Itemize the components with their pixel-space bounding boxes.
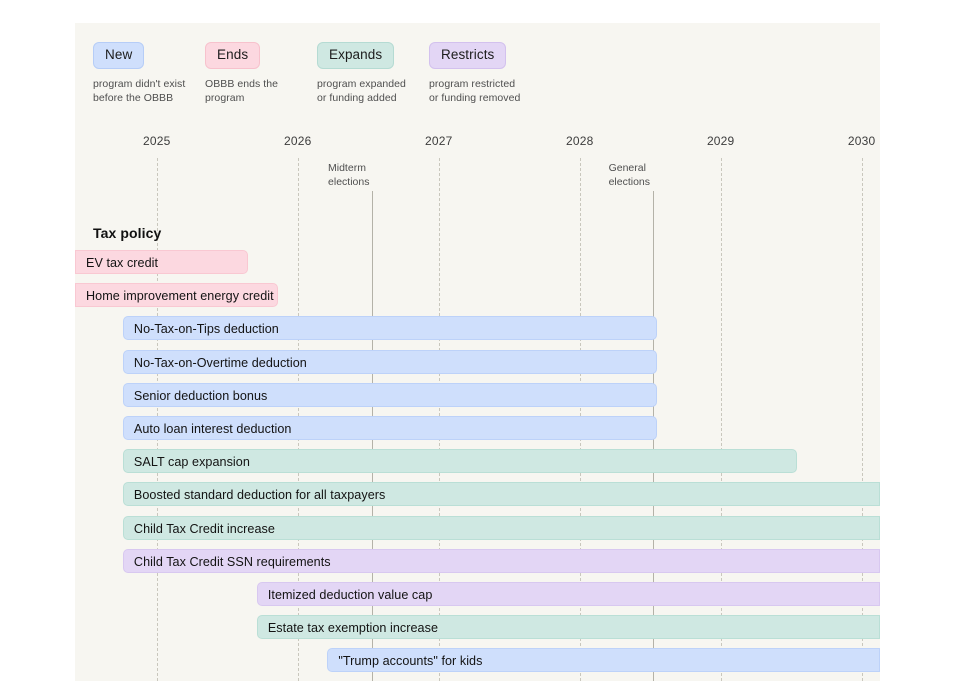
axis-year-2025: 2025: [143, 134, 171, 148]
legend-chip-ends[interactable]: Ends: [205, 42, 261, 69]
timeline-bar-label: Auto loan interest deduction: [133, 422, 292, 436]
axis-year-2028: 2028: [565, 134, 594, 148]
timeline-bar-label: Home improvement energy credit: [86, 289, 274, 304]
legend-chip-new[interactable]: New: [93, 42, 145, 69]
timeline-bar-label: Child Tax Credit increase: [133, 521, 275, 536]
timeline-axis: 2025 2026 2027 2028 2029 2030: [75, 134, 880, 158]
timeline-bar-label: Estate tax exemption increase: [267, 621, 439, 636]
gridline-2029: [720, 158, 722, 681]
timeline-bar-label: No-Tax-on-Overtime deduction: [133, 355, 307, 370]
timeline-bar-label: Child Tax Credit SSN requirements: [133, 554, 331, 569]
legend-chip-expands[interactable]: Expands: [317, 42, 395, 69]
timeline-bar[interactable]: Child Tax Credit SSN requirements: [122, 548, 880, 573]
timeline-bar[interactable]: Estate tax exemption increase: [256, 615, 880, 640]
timeline-bar[interactable]: EV tax credit: [75, 250, 249, 274]
axis-year-2029: 2029: [706, 134, 735, 148]
section-title-tax-policy: Tax policy: [93, 225, 162, 241]
timeline-bar[interactable]: Home improvement energy credit: [75, 283, 278, 308]
timeline-bar[interactable]: Auto loan interest deduction: [122, 416, 658, 440]
timeline-bar-label: Boosted standard deduction for all taxpa…: [133, 488, 386, 503]
axis-year-2027: 2027: [424, 134, 453, 148]
legend-chip-restricts[interactable]: Restricts: [429, 42, 507, 69]
timeline-bar-label: Senior deduction bonus: [133, 388, 268, 403]
timeline-bar[interactable]: "Trump accounts" for kids: [327, 648, 880, 673]
timeline-bar[interactable]: Boosted standard deduction for all taxpa…: [122, 482, 880, 507]
timeline-bar-label: "Trump accounts" for kids: [338, 654, 483, 669]
axis-year-2026: 2026: [283, 134, 312, 148]
timeline-bar-label: Itemized deduction value cap: [267, 588, 433, 602]
timeline-bar-label: EV tax credit: [86, 256, 159, 270]
axis-year-2030: 2030: [847, 134, 876, 148]
timeline-bar[interactable]: No-Tax-on-Overtime deduction: [122, 349, 658, 374]
timeline-bar[interactable]: No-Tax-on-Tips deduction: [122, 316, 658, 341]
timeline-bar-label: SALT cap expansion: [133, 455, 250, 470]
timeline-bar[interactable]: Itemized deduction value cap: [256, 582, 880, 606]
timeline-bar-label: No-Tax-on-Tips deduction: [133, 322, 279, 337]
gridline-2030: [861, 158, 863, 681]
timeline-bar[interactable]: Senior deduction bonus: [122, 382, 658, 407]
timeline-bar[interactable]: SALT cap expansion: [122, 449, 797, 474]
timeline-bar[interactable]: Child Tax Credit increase: [122, 515, 880, 540]
